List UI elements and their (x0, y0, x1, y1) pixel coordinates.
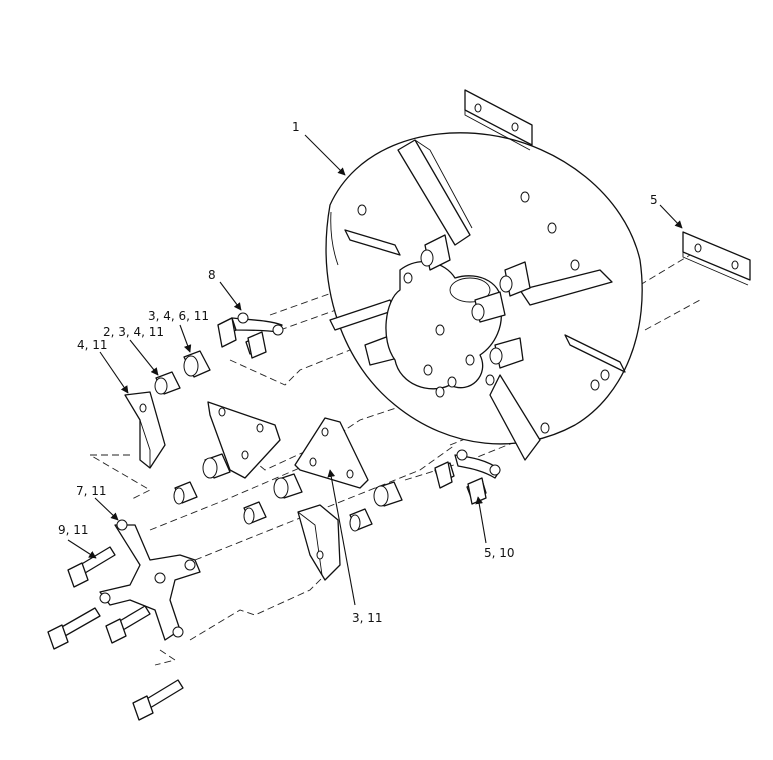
callout-5-10: 5, 10 (484, 546, 515, 560)
callout-1: 1 (292, 120, 300, 134)
callout-3-11: 3, 11 (352, 611, 383, 625)
hub-posts (420, 234, 531, 369)
callout-labels: 1 5 8 3, 4, 6, 11 2, 3, 4, 11 4, 11 7, 1… (58, 120, 658, 625)
leader-lines (67, 134, 683, 606)
angle-bracket-lower (297, 504, 341, 581)
vane-right (519, 269, 613, 306)
callout-7-11: 7, 11 (76, 484, 107, 498)
slot-lower-right (564, 334, 626, 373)
callout-2-3-4-11: 2, 3, 4, 11 (103, 325, 164, 339)
angle-bracket-left (124, 391, 166, 469)
bolts (47, 317, 487, 721)
disc-holes (357, 191, 610, 434)
impeller-disc (325, 132, 643, 461)
bushing-3-4-6-11 (183, 350, 211, 378)
callout-3-4-6-11: 3, 4, 6, 11 (148, 309, 209, 323)
vane-bottom (489, 374, 541, 461)
vane-top (397, 139, 471, 246)
bushing-2-3-4-11 (154, 371, 181, 395)
blade-top (464, 89, 533, 151)
callout-5: 5 (650, 193, 658, 207)
triangle-plate-right (294, 417, 369, 489)
callout-4-11: 4, 11 (77, 338, 108, 352)
triangle-plate-left (207, 401, 281, 479)
slot-upper-left (344, 229, 401, 256)
blade-right (682, 231, 751, 286)
spacers-middle (173, 453, 403, 532)
callout-9-11: 9, 11 (58, 523, 89, 537)
hub-spider (99, 519, 201, 641)
callout-8: 8 (208, 268, 216, 282)
